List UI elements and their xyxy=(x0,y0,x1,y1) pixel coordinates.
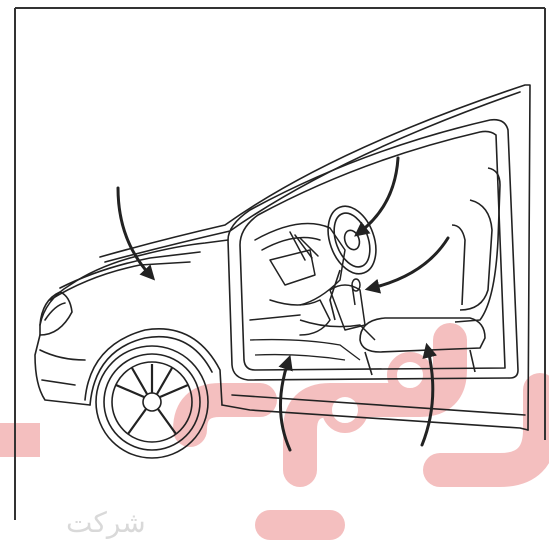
watermark-text: شركت xyxy=(66,506,146,539)
floor xyxy=(250,340,360,360)
front-seat xyxy=(360,168,500,375)
frame xyxy=(15,8,545,520)
steering-wheel-arrow-icon xyxy=(360,158,398,232)
pedal-area-arrow-icon xyxy=(372,238,448,288)
dashboard xyxy=(250,224,345,335)
center-console xyxy=(300,279,375,340)
